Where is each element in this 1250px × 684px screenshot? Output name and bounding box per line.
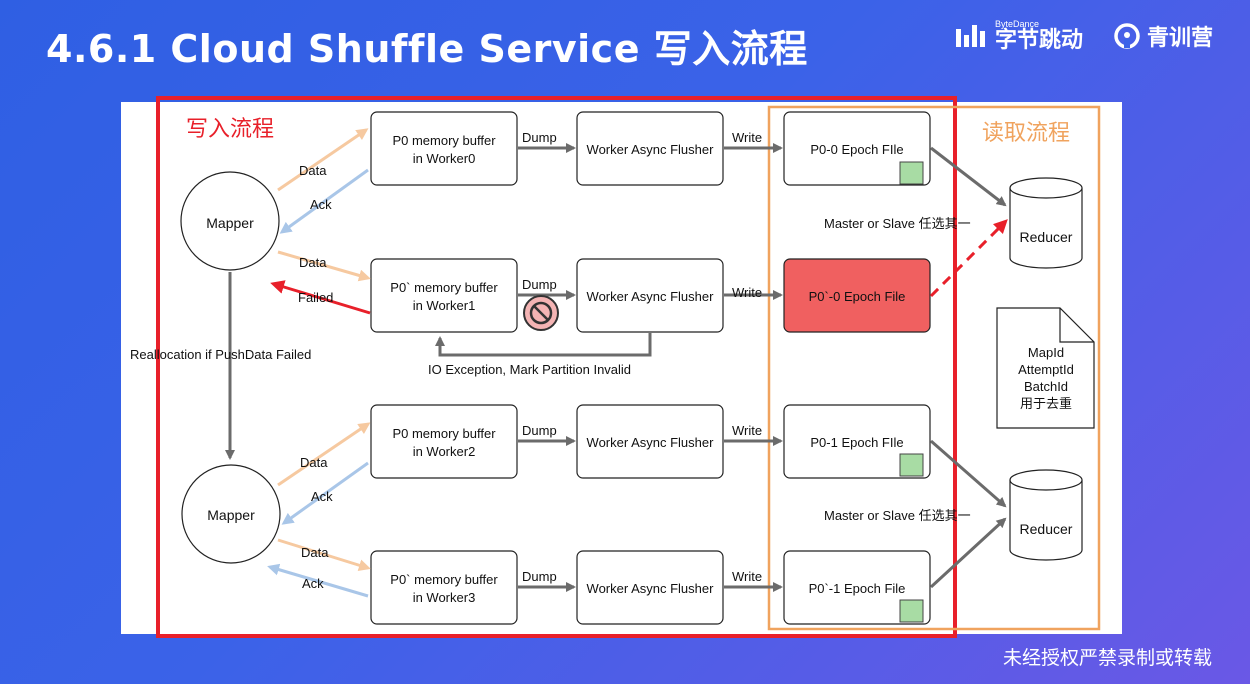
data-arrow bbox=[277, 538, 371, 572]
buffer-line1: P0 memory buffer bbox=[392, 133, 496, 148]
flusher-label: Worker Async Flusher bbox=[587, 435, 715, 450]
async-flusher-box bbox=[576, 111, 724, 186]
note-fold bbox=[1059, 308, 1094, 343]
write-section-label: 写入流程 bbox=[186, 116, 274, 141]
data-arrow bbox=[277, 250, 371, 282]
memory-buffer-box bbox=[370, 111, 518, 186]
bytedance-logo: ByteDance 字节跳动 bbox=[955, 16, 1083, 56]
buffer-line2: in Worker3 bbox=[413, 590, 476, 605]
success-marker bbox=[899, 599, 924, 623]
camp-logo: 青训营 bbox=[1113, 16, 1213, 56]
io-exception-arrow bbox=[435, 333, 652, 357]
async-flusher-box bbox=[576, 404, 724, 479]
async-flusher-box bbox=[576, 550, 724, 625]
buffer-line1: P0 memory buffer bbox=[392, 426, 496, 441]
copyright-notice: 未经授权严禁录制或转载 bbox=[1002, 647, 1212, 669]
camp-label: 青训营 bbox=[1147, 26, 1214, 51]
bytedance-small-label: ByteDance bbox=[995, 19, 1040, 29]
dump-label: Dump bbox=[522, 569, 557, 584]
reducer-label: Reducer bbox=[1020, 229, 1073, 245]
epoch-file-label: P0-1 Epoch FIle bbox=[810, 435, 903, 450]
epoch-file-box bbox=[783, 111, 931, 186]
failed-label: Failed bbox=[298, 290, 333, 305]
reducer-node bbox=[1009, 177, 1083, 269]
ack-arrow bbox=[279, 168, 369, 234]
epoch-file-label: P0-0 Epoch FIle bbox=[810, 142, 903, 157]
note-line: MapId bbox=[1028, 345, 1064, 360]
mapper-node bbox=[181, 464, 281, 564]
dump-label: Dump bbox=[522, 130, 557, 145]
page-title: 4.6.1 Cloud Shuffle Service 写入流程 bbox=[46, 27, 808, 71]
data-arrow bbox=[277, 422, 371, 487]
flusher-label: Worker Async Flusher bbox=[587, 142, 715, 157]
read-arrow bbox=[930, 439, 1007, 508]
write-section-border bbox=[156, 96, 957, 638]
ack-arrow bbox=[281, 461, 369, 525]
buffer-line1: P0` memory buffer bbox=[390, 280, 498, 295]
memory-buffer-box bbox=[370, 550, 518, 625]
flusher-label: Worker Async Flusher bbox=[587, 289, 715, 304]
master-slave-label: Master or Slave 任选其一 bbox=[824, 508, 971, 523]
success-marker bbox=[899, 453, 924, 477]
failed-epoch-file-box bbox=[783, 258, 931, 333]
read-arrow bbox=[929, 517, 1007, 589]
epoch-file-box bbox=[783, 404, 931, 479]
epoch-file-label: P0`-1 Epoch File bbox=[809, 581, 906, 596]
buffer-line2: in Worker0 bbox=[413, 151, 476, 166]
io-exception-label: IO Exception, Mark Partition Invalid bbox=[428, 362, 631, 377]
dump-label: Dump bbox=[522, 277, 557, 292]
dump-label: Dump bbox=[522, 423, 557, 438]
reducer-node bbox=[1009, 469, 1083, 561]
note-line: BatchId bbox=[1024, 379, 1068, 394]
bytedance-label: 字节跳动 bbox=[995, 28, 1084, 53]
success-marker bbox=[899, 161, 924, 185]
read-section-border bbox=[767, 105, 1101, 631]
flusher-label: Worker Async Flusher bbox=[587, 581, 715, 596]
note-line: AttemptId bbox=[1018, 362, 1074, 377]
memory-buffer-box bbox=[370, 258, 518, 333]
mapper-label: Mapper bbox=[207, 507, 255, 523]
write-label: Write bbox=[732, 285, 762, 300]
note-line: 用于去重 bbox=[1020, 396, 1072, 411]
read-arrow bbox=[930, 146, 1007, 207]
buffer-line1: P0` memory buffer bbox=[390, 572, 498, 587]
read-arrow-dashed bbox=[929, 219, 1008, 298]
async-flusher-box bbox=[576, 258, 724, 333]
buffer-line2: in Worker1 bbox=[413, 298, 476, 313]
memory-buffer-box bbox=[370, 404, 518, 479]
data-label: Data bbox=[299, 163, 327, 178]
data-label: Data bbox=[299, 255, 327, 270]
ack-label: Ack bbox=[310, 197, 332, 212]
epoch-file-box bbox=[783, 550, 931, 625]
camp-logo-icon bbox=[1114, 23, 1140, 49]
buffer-line2: in Worker2 bbox=[413, 444, 476, 459]
failed-arrow bbox=[270, 280, 371, 315]
data-label: Data bbox=[301, 545, 329, 560]
write-label: Write bbox=[732, 130, 762, 145]
data-label: Data bbox=[300, 455, 328, 470]
ack-label: Ack bbox=[302, 576, 324, 591]
write-label: Write bbox=[732, 569, 762, 584]
write-label: Write bbox=[732, 423, 762, 438]
ack-label: Ack bbox=[311, 489, 333, 504]
bytedance-logo-icon bbox=[956, 25, 985, 47]
reducer-label: Reducer bbox=[1020, 521, 1073, 537]
read-section-label: 读取流程 bbox=[982, 120, 1070, 145]
prohibited-icon bbox=[523, 295, 559, 331]
ack-arrow bbox=[267, 563, 369, 598]
master-slave-label: Master or Slave 任选其一 bbox=[824, 216, 971, 231]
reallocation-label: Reallocation if PushData Failed bbox=[130, 347, 311, 362]
epoch-file-label: P0`-0 Epoch File bbox=[809, 289, 906, 304]
mapper-label: Mapper bbox=[206, 215, 254, 231]
data-arrow bbox=[277, 128, 369, 192]
mapper-node bbox=[180, 171, 280, 271]
note-document-icon bbox=[996, 307, 1095, 429]
